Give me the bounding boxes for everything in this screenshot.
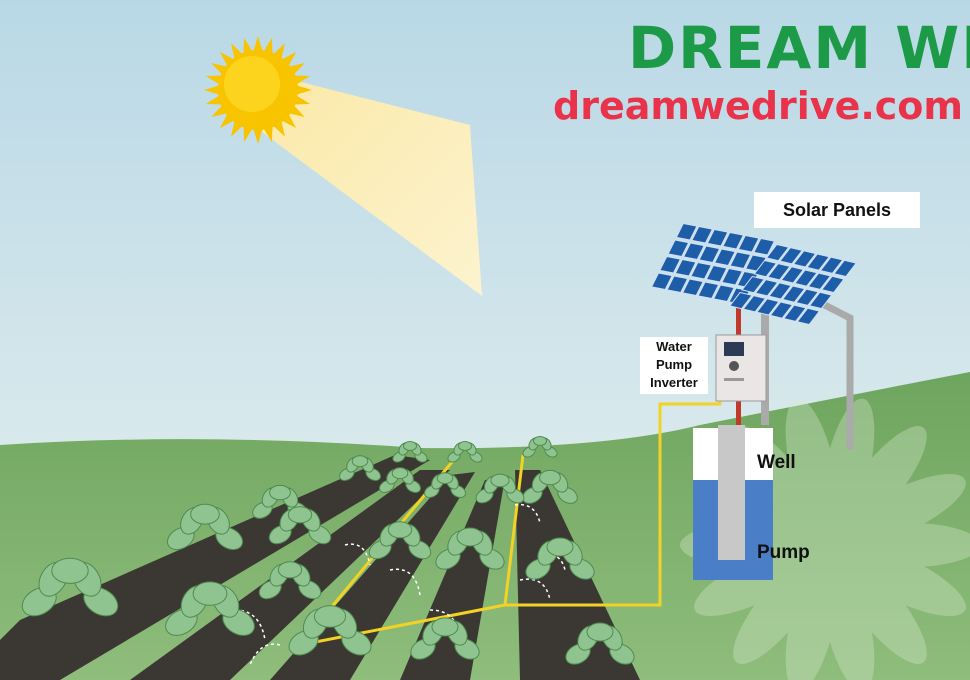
solar-panel [728,243,858,326]
plant-icon [21,436,635,665]
plant [339,455,381,481]
sunlight-beam [262,78,482,296]
plant [392,441,428,463]
plant [522,469,578,504]
plant [258,561,322,600]
plant [424,472,466,498]
plant [565,622,635,665]
plant [379,467,421,493]
plant [368,521,432,560]
inverter-label: Water Pump Inverter [640,337,708,394]
solar-panel [650,222,776,306]
brand-url[interactable]: dreamwedrive.com [553,84,964,128]
plant [165,581,255,636]
plant [522,436,558,458]
plant [435,527,505,570]
solar-panels-label: Solar Panels [754,192,920,228]
plant [410,617,480,660]
plant [525,537,595,580]
plant [475,473,525,504]
sun-icon [204,36,312,144]
plant [166,503,244,551]
inverter-icon [715,334,767,402]
plant [268,506,332,545]
brand-name: DREAM WE [628,14,970,82]
well-label: Well [757,452,796,473]
plant [288,605,372,656]
solar-panel-icon [650,222,858,450]
plant [447,441,483,463]
pump-label: Pump [757,542,810,563]
well [693,425,773,580]
plant [21,557,119,617]
